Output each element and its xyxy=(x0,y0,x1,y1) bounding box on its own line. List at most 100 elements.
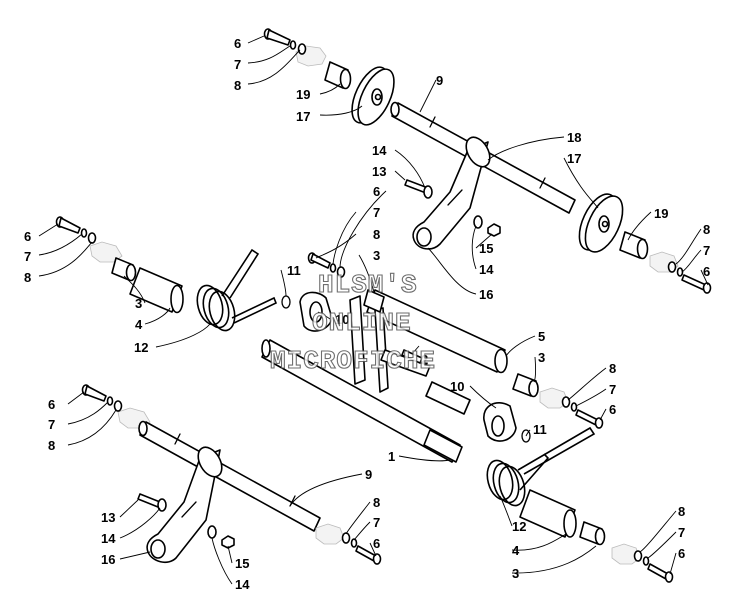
bolt xyxy=(355,545,382,565)
callout-12: 12 xyxy=(512,519,526,534)
callout-labels: 6 7 8 19 17 9 18 17 19 14 13 15 14 16 8 … xyxy=(24,36,710,592)
callout-9: 9 xyxy=(365,467,372,482)
upper-shaft-assembly xyxy=(263,28,712,294)
washer xyxy=(473,215,483,229)
leader-lines xyxy=(38,35,709,585)
callout-6: 6 xyxy=(609,402,616,417)
callout-4: 4 xyxy=(135,317,143,332)
washer-ghost xyxy=(315,523,345,545)
callout-11: 11 xyxy=(533,422,547,437)
callout-19: 19 xyxy=(296,87,310,102)
lock-washer xyxy=(289,40,297,50)
callout-6: 6 xyxy=(373,184,380,199)
idler-wheel xyxy=(578,193,624,253)
callout-17: 17 xyxy=(296,109,310,124)
spacer xyxy=(579,521,606,546)
bushing xyxy=(519,489,577,538)
bolt xyxy=(575,409,604,429)
callout-14: 14 xyxy=(479,262,494,277)
callout-12: 12 xyxy=(134,340,148,355)
lower-shaft-assembly xyxy=(81,384,674,583)
lower-shaft xyxy=(138,420,321,532)
callout-8: 8 xyxy=(48,438,55,453)
callout-17: 17 xyxy=(567,151,581,166)
callout-3: 3 xyxy=(512,566,519,581)
callout-5: 5 xyxy=(538,329,545,344)
spacer xyxy=(512,373,539,398)
flat-washer xyxy=(633,550,643,562)
callout-7: 7 xyxy=(373,205,380,220)
bolt xyxy=(401,349,423,364)
flat-washer xyxy=(341,532,351,544)
callout-9: 9 xyxy=(436,73,443,88)
bolt xyxy=(137,493,161,508)
pivot-arm xyxy=(412,136,491,250)
callout-7: 7 xyxy=(703,243,710,258)
bolt xyxy=(55,216,81,234)
callout-8: 8 xyxy=(678,504,685,519)
callout-7: 7 xyxy=(373,515,380,530)
callout-7: 7 xyxy=(48,417,55,432)
bushing xyxy=(129,267,184,314)
callout-8: 8 xyxy=(234,78,241,93)
callout-3: 3 xyxy=(538,350,545,365)
callout-15: 15 xyxy=(235,556,249,571)
watermark-line-1: HLSM'S xyxy=(318,270,418,300)
callout-8: 8 xyxy=(373,227,380,242)
bolt xyxy=(307,252,331,269)
spacer xyxy=(363,289,385,313)
callout-7: 7 xyxy=(24,249,31,264)
callout-6: 6 xyxy=(48,397,55,412)
washer xyxy=(423,185,433,199)
callout-6: 6 xyxy=(703,264,710,279)
callout-14: 14 xyxy=(101,531,116,546)
callout-16: 16 xyxy=(101,552,115,567)
lock-washer xyxy=(676,267,684,277)
callout-3: 3 xyxy=(135,296,142,311)
callout-8: 8 xyxy=(373,495,380,510)
lock-washer xyxy=(80,228,88,238)
watermark-line-2: ONLINE xyxy=(312,308,412,338)
callout-13: 13 xyxy=(101,510,115,525)
callout-8: 8 xyxy=(609,361,616,376)
bolt xyxy=(647,563,674,583)
callout-7: 7 xyxy=(678,525,685,540)
callout-6: 6 xyxy=(234,36,241,51)
flat-washer xyxy=(87,232,97,244)
callout-16: 16 xyxy=(479,287,493,302)
lock-washer xyxy=(570,402,578,412)
callout-2: 2 xyxy=(421,352,428,367)
nut xyxy=(487,223,501,237)
snap-ring xyxy=(521,429,531,443)
callout-10: 10 xyxy=(450,379,464,394)
callout-6: 6 xyxy=(24,229,31,244)
watermark-line-3: MICROFICHE xyxy=(270,346,436,376)
callout-6: 6 xyxy=(678,546,685,561)
snap-ring xyxy=(281,295,291,309)
callout-8: 8 xyxy=(24,270,31,285)
callout-14: 14 xyxy=(235,577,250,592)
flat-washer xyxy=(667,261,677,273)
spacer xyxy=(619,231,649,260)
callout-7: 7 xyxy=(609,382,616,397)
lock-washer xyxy=(350,538,358,548)
callout-13: 13 xyxy=(372,164,386,179)
flat-washer xyxy=(297,43,307,55)
callout-18: 18 xyxy=(567,130,581,145)
spacer xyxy=(111,257,137,282)
torsion-spring xyxy=(196,248,278,332)
main-cross-tube xyxy=(261,339,463,463)
center-crossmember xyxy=(261,252,604,463)
torsion-spring xyxy=(486,426,596,507)
lock-washer xyxy=(642,556,650,566)
bumper-pad xyxy=(483,402,517,442)
flat-washer xyxy=(336,266,346,278)
pivot-arm xyxy=(146,446,223,564)
callout-4: 4 xyxy=(512,543,520,558)
callout-7: 7 xyxy=(234,57,241,72)
bolt xyxy=(81,384,107,402)
callout-6: 6 xyxy=(373,536,380,551)
bumper-pad xyxy=(299,291,333,332)
lock-washer xyxy=(106,396,114,406)
